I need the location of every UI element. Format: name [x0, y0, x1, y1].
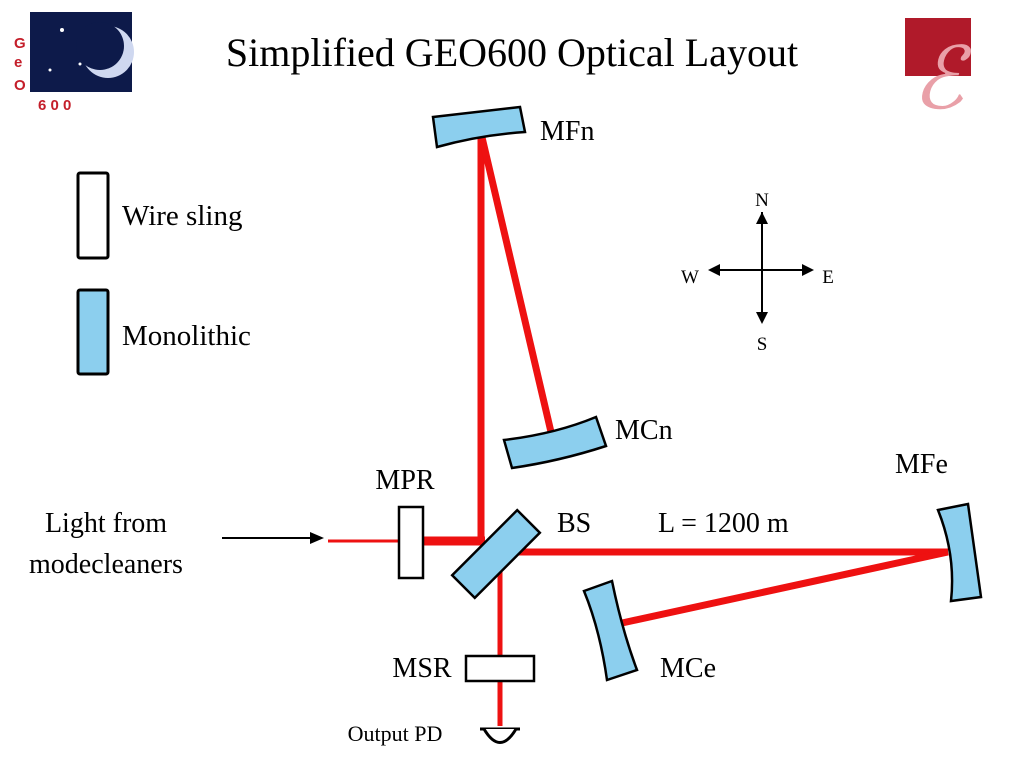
mirror-mfe: [936, 502, 983, 603]
mirror-mfe-label: MFe: [895, 449, 948, 480]
light-source-label-line2: modecleaners: [29, 549, 183, 580]
institute-logo: ℰ: [905, 18, 972, 127]
compass: [708, 212, 814, 324]
logo-letter-g: G: [14, 35, 26, 52]
north-fold-beam: [477, 132, 555, 433]
legend-wire-sling-label: Wire sling: [122, 200, 242, 232]
mirror-mpr: [397, 505, 425, 580]
compass-e: E: [822, 267, 834, 288]
logo-letter-o: O: [14, 77, 26, 94]
logo-number: 6 0 0: [38, 97, 71, 114]
light-source-label-line1: Light from: [45, 508, 167, 539]
output-pd-label: Output PD: [348, 721, 443, 746]
logo-glyph: ℰ: [912, 31, 972, 127]
beam-splitter-label: BS: [557, 508, 591, 539]
logo-letter-e: e: [14, 54, 22, 71]
beam-splitter: [450, 508, 542, 600]
arm-length-label: L = 1200 m: [658, 508, 789, 539]
east-fold-beam: [621, 548, 949, 627]
mirror-msr-label: MSR: [392, 653, 451, 684]
geo600-logo: G e O 6 0 0: [14, 12, 134, 114]
input-arrow: [222, 532, 324, 544]
legend-monolithic-label: Monolithic: [122, 320, 251, 352]
compass-n: N: [755, 190, 769, 211]
legend-monolithic-swatch: [76, 288, 110, 376]
mirror-mce: [582, 579, 639, 682]
output-photodiode: [480, 727, 520, 744]
mirror-mfn-label: MFn: [540, 116, 594, 147]
mirror-mfn: [431, 105, 527, 149]
legend: Wire sling Monolithic: [76, 171, 251, 376]
page-title: Simplified GEO600 Optical Layout: [226, 30, 798, 75]
mirror-mcn-label: MCn: [615, 415, 673, 446]
mirror-mpr-label: MPR: [375, 465, 434, 496]
mirror-mcn: [502, 415, 608, 470]
compass-w: W: [681, 267, 699, 288]
mirror-mce-label: MCe: [660, 653, 716, 684]
compass-s: S: [757, 334, 768, 355]
mirror-msr: [464, 654, 536, 683]
legend-wire-sling-swatch: [76, 171, 110, 260]
